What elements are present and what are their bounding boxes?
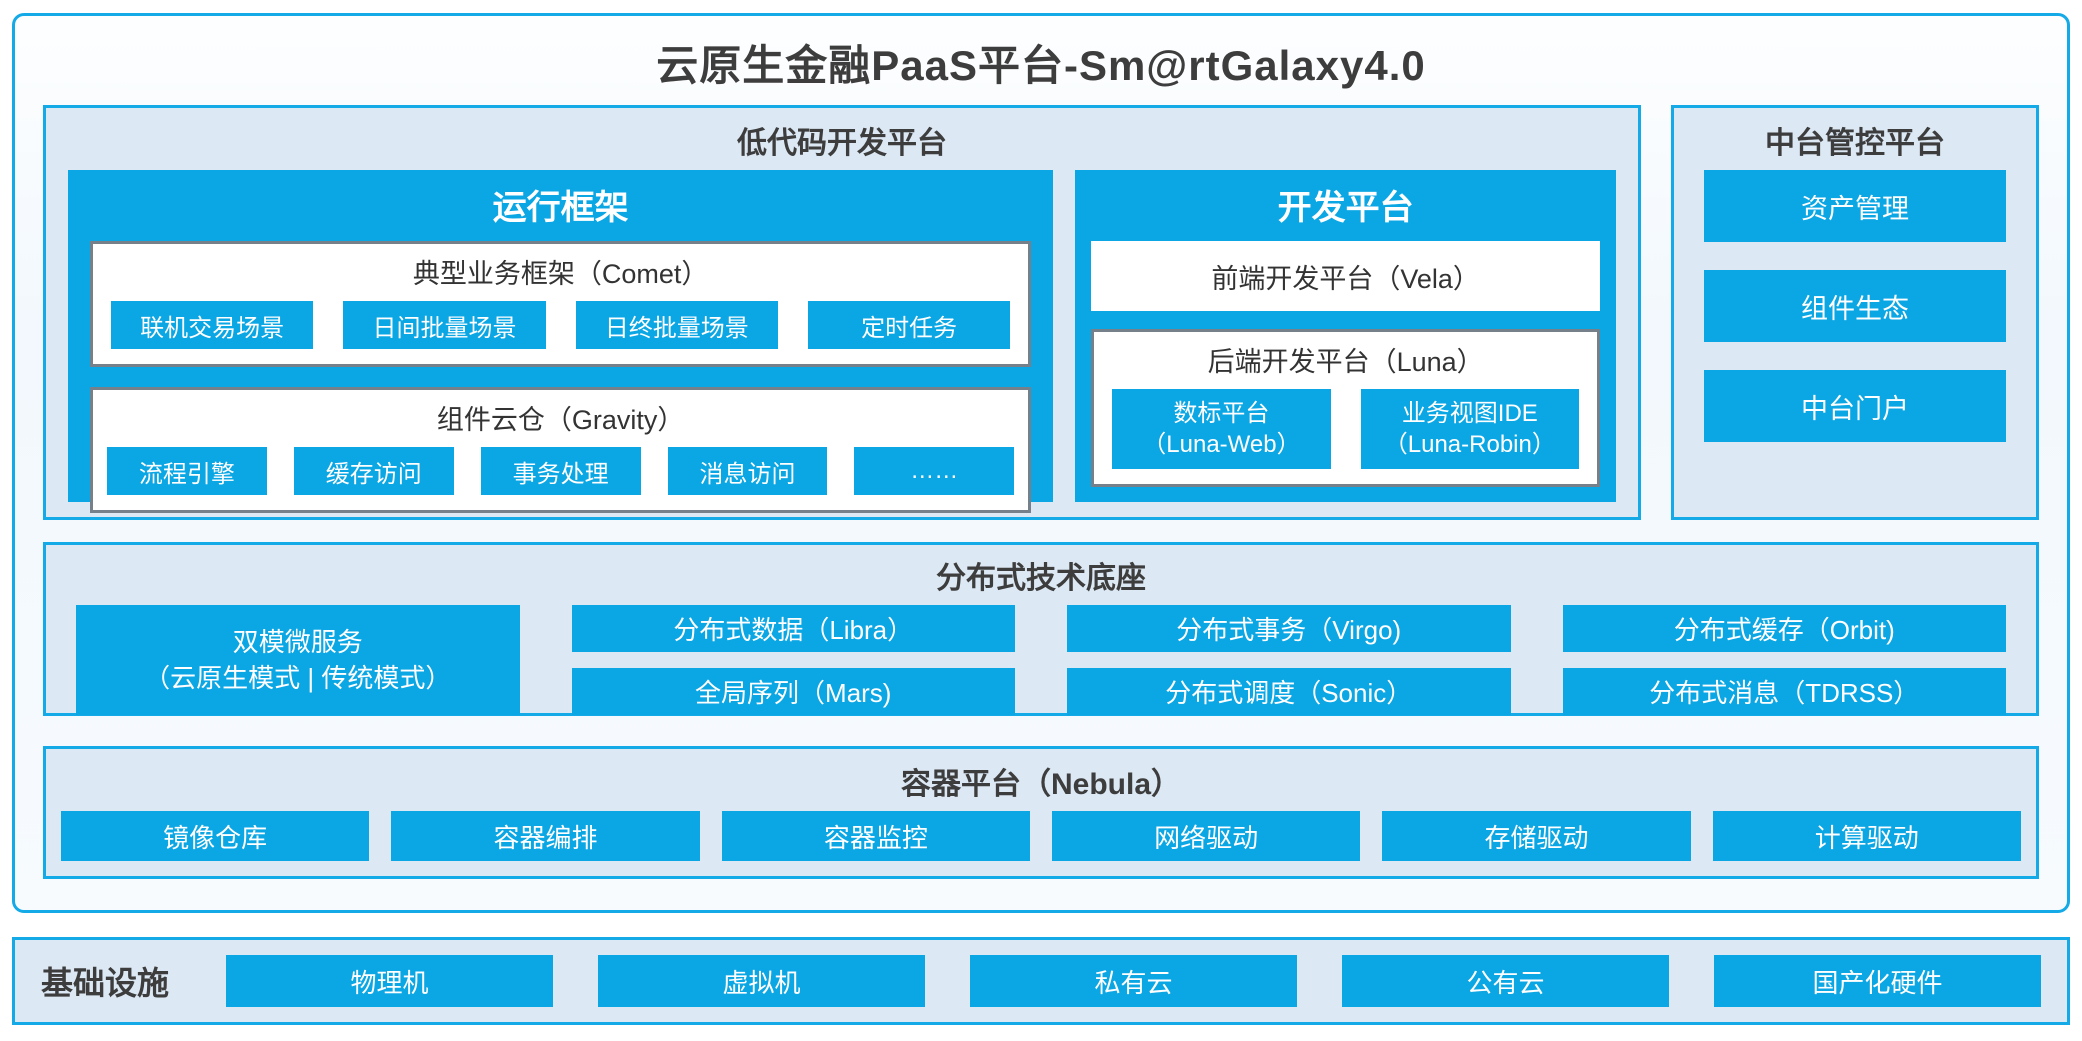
distributed-col-3: 分布式缓存（Orbit) 分布式消息（TDRSS） <box>1562 605 2006 715</box>
gravity-item: 事务处理 <box>480 447 641 495</box>
storage-driver-block: 存储驱动 <box>1382 811 1691 861</box>
mars-sequence-block: 全局序列（Mars) <box>571 668 1015 715</box>
distributed-col-2: 分布式事务（Virgo) 分布式调度（Sonic） <box>1067 605 1511 715</box>
comet-framework-title: 典型业务框架（Comet） <box>412 259 709 289</box>
gravity-item-ellipsis: …… <box>854 447 1015 495</box>
libra-data-block: 分布式数据（Libra） <box>571 605 1015 652</box>
compute-driver-block: 计算驱动 <box>1712 811 2021 861</box>
top-row: 低代码开发平台 运行框架 典型业务框架（Comet） 联机交易场景 日间批量场景… <box>43 105 2039 520</box>
distributed-col-1: 分布式数据（Libra） 全局序列（Mars) <box>571 605 1015 715</box>
image-registry-block: 镜像仓库 <box>61 811 370 861</box>
gravity-warehouse-title: 组件云仓（Gravity） <box>436 405 685 435</box>
gravity-chip-row: 流程引擎 缓存访问 事务处理 消息访问 …… <box>93 447 1028 510</box>
luna-web-label: 数标平台 <box>1173 399 1270 427</box>
virtual-machine-block: 虚拟机 <box>598 955 926 1007</box>
physical-machine-block: 物理机 <box>226 955 554 1007</box>
comet-item: 日间批量场景 <box>343 301 546 349</box>
lowcode-body: 运行框架 典型业务框架（Comet） 联机交易场景 日间批量场景 日终批量场景 … <box>46 170 1638 513</box>
luna-robin-item: 业务视图IDE （Luna-Robin） <box>1360 389 1580 469</box>
tdrss-message-block: 分布式消息（TDRSS） <box>1562 668 2006 715</box>
comet-item: 日终批量场景 <box>575 301 778 349</box>
luna-robin-code: （Luna-Robin） <box>1383 431 1556 458</box>
comet-item: 定时任务 <box>807 301 1011 349</box>
gravity-item: 消息访问 <box>667 447 828 495</box>
gravity-warehouse-box: 组件云仓（Gravity） 流程引擎 缓存访问 事务处理 消息访问 …… <box>90 387 1032 513</box>
container-platform-title: 容器平台（Nebula） <box>900 768 1182 801</box>
private-cloud-block: 私有云 <box>970 955 1298 1007</box>
vela-frontend-box: 前端开发平台（Vela） <box>1091 241 1600 311</box>
luna-backend-title: 后端开发平台（Luna） <box>1207 347 1484 377</box>
container-chip-row: 镜像仓库 容器编排 容器监控 网络驱动 存储驱动 计算驱动 <box>46 811 2036 861</box>
luna-backend-box: 后端开发平台（Luna） 数标平台 （Luna-Web） 业务视图IDE （Lu… <box>1091 329 1600 487</box>
luna-web-code: （Luna-Web） <box>1142 431 1301 458</box>
distributed-base-title: 分布式技术底座 <box>936 562 1146 595</box>
dual-mode-microservice-block: 双模微服务 （云原生模式 | 传统模式） <box>76 605 520 715</box>
gravity-item: 流程引擎 <box>107 447 267 495</box>
sonic-scheduler-block: 分布式调度（Sonic） <box>1067 668 1511 715</box>
luna-robin-label: 业务视图IDE <box>1401 399 1538 427</box>
container-monitoring-block: 容器监控 <box>721 811 1030 861</box>
comet-item: 联机交易场景 <box>111 301 314 349</box>
luna-chip-row: 数标平台 （Luna-Web） 业务视图IDE （Luna-Robin） <box>1094 389 1597 484</box>
runtime-framework-panel: 运行框架 典型业务框架（Comet） 联机交易场景 日间批量场景 日终批量场景 … <box>68 170 1054 513</box>
infrastructure-title: 基础设施 <box>41 965 170 1001</box>
middle-office-portal-block: 中台门户 <box>1704 370 2006 442</box>
middle-office-title: 中台管控平台 <box>1765 127 1945 160</box>
asset-management-block: 资产管理 <box>1704 170 2006 242</box>
middle-office-section: 中台管控平台 资产管理 组件生态 中台门户 <box>1671 105 2039 520</box>
domestic-hardware-block: 国产化硬件 <box>1714 955 2042 1007</box>
network-driver-block: 网络驱动 <box>1051 811 1361 861</box>
lowcode-platform-section: 低代码开发平台 运行框架 典型业务框架（Comet） 联机交易场景 日间批量场景… <box>43 105 1641 520</box>
gravity-item: 缓存访问 <box>293 447 454 495</box>
platform-architecture-frame: 云原生金融PaaS平台-Sm@rtGalaxy4.0 低代码开发平台 运行框架 … <box>12 13 2070 913</box>
infrastructure-section: 基础设施 物理机 虚拟机 私有云 公有云 国产化硬件 <box>12 937 2070 1025</box>
orbit-cache-block: 分布式缓存（Orbit) <box>1562 605 2006 652</box>
comet-framework-box: 典型业务框架（Comet） 联机交易场景 日间批量场景 日终批量场景 定时任务 <box>90 241 1032 367</box>
page-title: 云原生金融PaaS平台-Sm@rtGalaxy4.0 <box>656 42 1426 89</box>
public-cloud-block: 公有云 <box>1342 955 1670 1007</box>
dual-mode-line1: 双模微服务 <box>232 626 363 657</box>
container-orchestration-block: 容器编排 <box>391 811 700 861</box>
distributed-base-section: 分布式技术底座 双模微服务 （云原生模式 | 传统模式） 分布式数据（Libra… <box>43 542 2039 716</box>
dev-platform-title: 开发平台 <box>1277 189 1414 227</box>
dev-platform-panel: 开发平台 前端开发平台（Vela） 后端开发平台（Luna） 数标平台 （Lun… <box>1075 170 1616 502</box>
container-platform-section: 容器平台（Nebula） 镜像仓库 容器编排 容器监控 网络驱动 存储驱动 计算… <box>43 746 2039 879</box>
luna-web-item: 数标平台 （Luna-Web） <box>1112 389 1331 469</box>
distributed-grid: 双模微服务 （云原生模式 | 传统模式） 分布式数据（Libra） 全局序列（M… <box>46 605 2036 715</box>
dual-mode-line2: （云原生模式 | 传统模式） <box>144 663 452 693</box>
runtime-framework-title: 运行框架 <box>492 189 629 227</box>
component-ecosystem-block: 组件生态 <box>1704 270 2006 342</box>
lowcode-platform-title: 低代码开发平台 <box>737 127 947 160</box>
virgo-transaction-block: 分布式事务（Virgo) <box>1067 605 1511 652</box>
distributed-col-dual-mode: 双模微服务 （云原生模式 | 传统模式） <box>76 605 520 715</box>
comet-chip-row: 联机交易场景 日间批量场景 日终批量场景 定时任务 <box>93 301 1028 364</box>
